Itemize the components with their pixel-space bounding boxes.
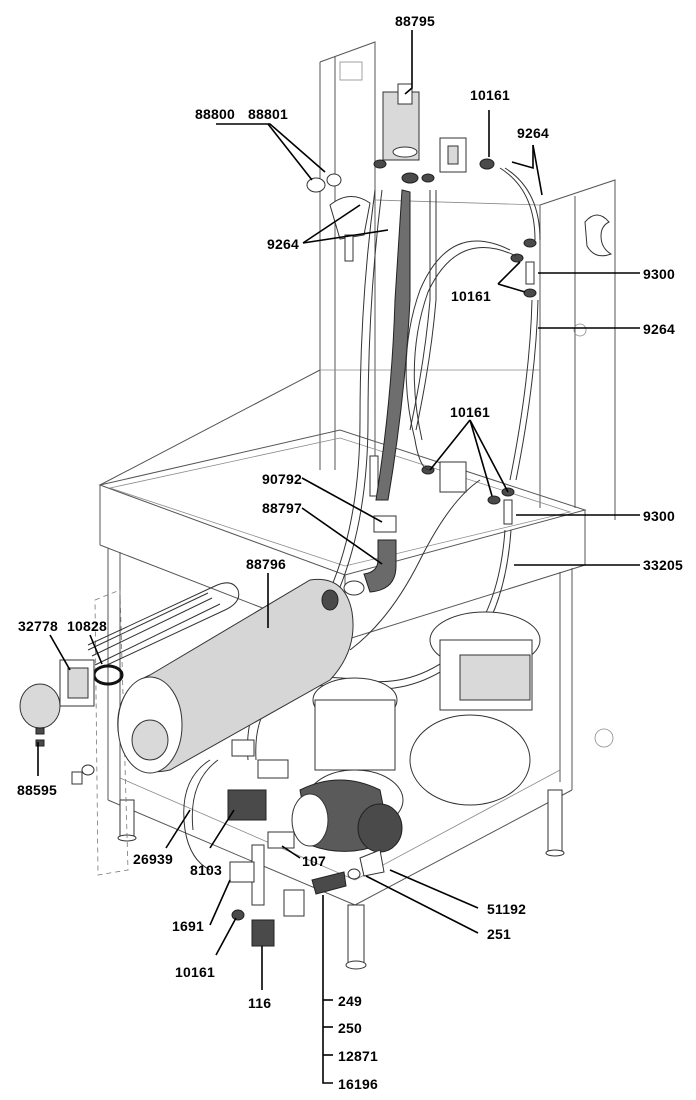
callout-88595: 88595 bbox=[17, 782, 57, 798]
callout-9264-top: 9264 bbox=[517, 125, 549, 141]
callout-51192: 51192 bbox=[487, 901, 526, 917]
callout-9264-right: 9264 bbox=[643, 321, 675, 337]
callout-32778: 32778 bbox=[18, 618, 58, 634]
callout-249: 249 bbox=[338, 993, 362, 1009]
callout-88801: 88801 bbox=[248, 106, 288, 122]
callout-10828: 10828 bbox=[67, 618, 107, 634]
callout-26939: 26939 bbox=[133, 851, 173, 867]
callout-10161-center: 10161 bbox=[450, 404, 490, 420]
callout-16196: 16196 bbox=[338, 1076, 378, 1092]
callout-10161-top: 10161 bbox=[470, 87, 510, 103]
callout-88800: 88800 bbox=[195, 106, 235, 122]
callout-labels: 88795 88800 88801 10161 9264 9264 9300 1… bbox=[17, 13, 683, 1092]
hoses bbox=[183, 167, 541, 871]
callout-33205: 33205 bbox=[643, 557, 683, 573]
callout-250: 250 bbox=[338, 1020, 362, 1036]
callout-88797: 88797 bbox=[262, 500, 302, 516]
top-fittings bbox=[306, 83, 537, 525]
callout-9264-left: 9264 bbox=[267, 236, 299, 252]
callout-9300-top: 9300 bbox=[643, 266, 675, 282]
callout-8103: 8103 bbox=[190, 862, 222, 878]
callout-90792: 90792 bbox=[262, 471, 302, 487]
callout-1691: 1691 bbox=[172, 918, 204, 934]
callout-107: 107 bbox=[302, 853, 326, 869]
callout-12871: 12871 bbox=[338, 1048, 378, 1064]
callout-9300-lower: 9300 bbox=[643, 508, 675, 524]
components bbox=[19, 578, 541, 947]
callout-251: 251 bbox=[487, 926, 511, 942]
leader-lines bbox=[37, 30, 640, 1084]
callout-116: 116 bbox=[248, 995, 271, 1011]
callout-88796: 88796 bbox=[246, 556, 286, 572]
callout-10161-bottom: 10161 bbox=[175, 964, 215, 980]
callout-88795: 88795 bbox=[395, 13, 435, 29]
callout-10161-mid: 10161 bbox=[451, 288, 491, 304]
